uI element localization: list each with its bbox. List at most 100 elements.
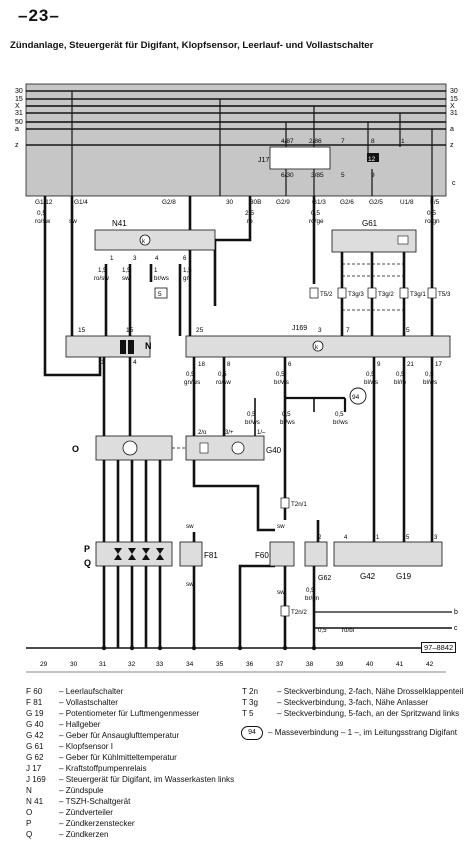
svg-text:1,5: 1,5 [122, 267, 131, 274]
legend-item: T 5– Steckverbindung, 5-fach, an der Spr… [242, 709, 460, 718]
rail-label-right: 15 [450, 96, 458, 103]
svg-text:0,5: 0,5 [396, 371, 405, 378]
svg-text:21: 21 [407, 361, 414, 368]
svg-text:3: 3 [318, 327, 322, 334]
svg-text:br/ws: br/ws [154, 275, 169, 282]
svg-text:0,5: 0,5 [318, 627, 327, 634]
svg-text:17: 17 [435, 361, 442, 368]
svg-text:0,5: 0,5 [218, 371, 227, 378]
svg-text:6: 6 [288, 361, 292, 368]
g61-label: G61 [362, 219, 378, 228]
air-flow-meter-g42-g19: G42 G19 2 4 1 5 3 [318, 535, 443, 581]
track-number: 33 [156, 661, 164, 668]
svg-text:0,5: 0,5 [37, 210, 46, 217]
svg-text:9: 9 [377, 361, 381, 368]
svg-text:sw: sw [186, 581, 194, 588]
svg-text:ro/ge: ro/ge [309, 218, 324, 225]
supply-rails [26, 90, 446, 146]
svg-text:0,5: 0,5 [282, 411, 291, 418]
g61-block: G61 [331, 219, 417, 311]
track-number: 40 [366, 661, 374, 668]
svg-text:1/–: 1/– [257, 430, 266, 436]
fuse-label: 30B [250, 199, 261, 206]
connector-label: T3g/2 [378, 291, 394, 298]
svg-text:0,5: 0,5 [425, 371, 434, 378]
svg-text:sw: sw [277, 589, 285, 596]
svg-text:3: 3 [133, 255, 137, 262]
legend-item: N– Zündspule [26, 786, 104, 795]
svg-text:2/o: 2/o [198, 430, 207, 436]
legend-item: G 42– Geber für Ansauglufttemperatur [26, 731, 180, 740]
legend-left: F 60– Leerlaufschalter F 81– Vollastscha… [26, 686, 234, 840]
svg-text:ro/sw: ro/sw [94, 275, 109, 282]
rail-label-left: 30 [15, 88, 23, 95]
o-label: O [72, 444, 79, 454]
svg-text:0,5: 0,5 [247, 411, 256, 418]
svg-text:sw: sw [122, 275, 130, 282]
track-number: 32 [128, 661, 136, 668]
svg-text:gn: gn [183, 275, 190, 282]
track-number: 36 [246, 661, 254, 668]
g42-label: G42 [360, 572, 376, 581]
q-label: Q [84, 558, 91, 568]
svg-text:0,5: 0,5 [306, 587, 315, 594]
svg-text:4/87: 4/87 [281, 138, 294, 145]
svg-text:bl/ro: bl/ro [394, 379, 407, 386]
legend-item: G 19– Potentiometer für Luftmengenmesser [26, 709, 200, 718]
svg-text:1: 1 [110, 255, 114, 262]
svg-text:0,5: 0,5 [311, 210, 320, 217]
track-number: 29 [40, 661, 48, 668]
legend-item: J 17– Kraftstoffpumpenrelais [26, 764, 147, 773]
svg-text:12: 12 [368, 156, 376, 163]
rail-label-right: z [450, 142, 454, 149]
legend-item: G 61– Klopfsensor I [26, 742, 114, 751]
track-number: 30 [70, 661, 78, 668]
svg-text:sw: sw [186, 523, 194, 530]
svg-text:6/30: 6/30 [281, 172, 294, 179]
svg-text:k: k [315, 345, 319, 351]
svg-text:8: 8 [227, 361, 231, 368]
n41-label: N41 [112, 219, 127, 228]
page-title: Zündanlage, Steuergerät für Digifant, Kl… [10, 40, 374, 51]
svg-text:1: 1 [376, 535, 380, 541]
svg-text:0,5: 0,5 [335, 411, 344, 418]
svg-text:ro/bl: ro/bl [342, 627, 354, 634]
svg-text:1: 1 [101, 359, 105, 366]
svg-text:25: 25 [196, 327, 204, 334]
legend-right: T 2n– Steckverbindung, 2-fach, Nähe Dros… [242, 686, 463, 719]
track-number: 35 [216, 661, 224, 668]
legend-item: G 62– Geber für Kühlmitteltemperatur [26, 753, 177, 762]
full-throttle-switch-f81: F81 [179, 541, 218, 567]
n-label: N [145, 341, 152, 351]
svg-text:bl/ws: bl/ws [423, 379, 437, 386]
n41-block: k N41 1 3 4 6 1,5 ro/sw 1,5 sw 1 br/ws 1… [94, 219, 216, 299]
f81-label: F81 [204, 551, 218, 560]
svg-text:3: 3 [434, 535, 438, 541]
spark-plugs-pq: P Q [84, 541, 173, 568]
svg-text:5: 5 [406, 535, 410, 541]
j169-label: J169 [292, 325, 307, 332]
svg-text:br/gn: br/gn [305, 595, 320, 602]
track-number: 39 [336, 661, 344, 668]
track-number: 38 [306, 661, 314, 668]
svg-text:sw: sw [277, 523, 285, 530]
track-number: 37 [276, 661, 284, 668]
svg-text:1: 1 [401, 138, 405, 145]
rail-label-left: X [15, 103, 20, 110]
fuse-label: 30 [226, 199, 234, 206]
legend-item: O– Zündverteiler [26, 808, 114, 817]
svg-text:1,5: 1,5 [183, 267, 192, 274]
fuse-label: G2/5 [369, 199, 383, 206]
distributor-o: O [72, 435, 173, 461]
svg-text:5: 5 [341, 172, 345, 179]
relay-label: J17 [258, 157, 269, 164]
hall-sender-g40: G40 2/o 3/+ 1/– [185, 430, 282, 461]
relay-j17: J17 4/87 2/86 7 6/30 3/85 5 8 1 9 12 [258, 138, 405, 179]
connector-label: T3g/1 [410, 291, 426, 298]
svg-text:4: 4 [155, 255, 159, 262]
rail-label-right: b [454, 609, 458, 616]
svg-text:7: 7 [341, 138, 345, 145]
svg-text:8: 8 [371, 138, 375, 145]
mass-point-94 [349, 387, 367, 405]
mass-legend: – Masseverbindung – 1 –, im Leitungsstra… [268, 728, 457, 737]
